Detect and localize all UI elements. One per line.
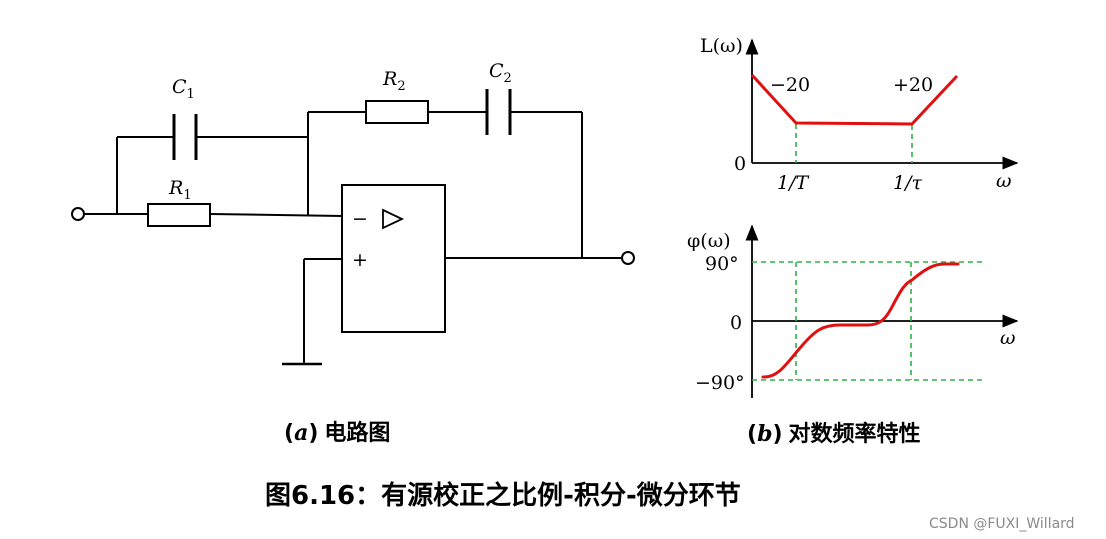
phase-bottom: −90°: [695, 372, 745, 394]
bode-phase-plot: [745, 224, 1019, 398]
input-terminal: [71, 207, 85, 221]
slope-left: −20: [770, 74, 810, 96]
phase-top: 90°: [705, 253, 739, 275]
op-amp-inverting-sign: −: [352, 208, 368, 230]
label-c1: C1: [172, 76, 195, 102]
op-amp-triangle: [382, 208, 405, 230]
phase-zero: 0: [730, 312, 742, 334]
label-r1: R1: [168, 177, 192, 203]
figure-title: 图6.16：有源校正之比例-积分-微分环节: [265, 480, 741, 511]
resistor-r2: [365, 100, 429, 124]
magnitude-curve: [750, 73, 959, 126]
resistor-r1: [147, 203, 211, 227]
bode-magnitude-plot: [745, 38, 1019, 170]
caption-a: (a)电路图: [284, 420, 390, 446]
mag-ylabel: L(ω): [700, 35, 743, 57]
tick-1-over-tau: 1/τ: [893, 172, 922, 194]
label-r2: R2: [382, 68, 406, 94]
mag-zero: 0: [734, 153, 746, 175]
watermark: CSDN @FUXI_Willard: [929, 516, 1075, 532]
output-terminal: [621, 251, 635, 265]
circuit-diagram: [71, 89, 635, 366]
phase-ylabel: φ(ω): [687, 230, 731, 252]
mag-xlabel: ω: [996, 170, 1012, 192]
tick-1-over-t: 1/T: [777, 172, 809, 194]
op-amp-noninverting-sign: +: [352, 249, 368, 271]
slope-right: +20: [893, 74, 933, 96]
phase-curve: [761, 262, 960, 379]
label-c2: C2: [489, 60, 512, 86]
phase-xlabel: ω: [1000, 327, 1016, 349]
caption-b: (b)对数频率特性: [747, 421, 921, 447]
